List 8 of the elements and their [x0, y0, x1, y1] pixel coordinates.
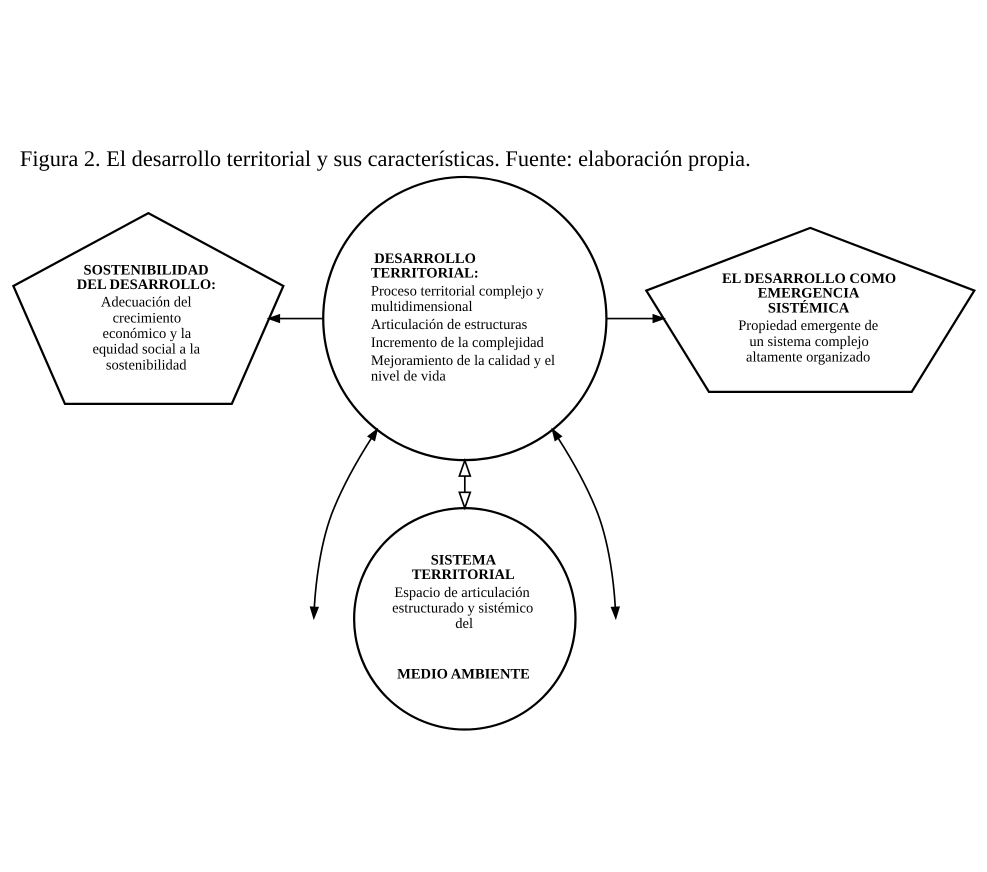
arrow	[309, 427, 378, 620]
arrow	[606, 313, 666, 323]
arrow	[266, 313, 323, 323]
arrow	[458, 457, 471, 510]
diagram-title: Figura 2. El desarrollo territorial y sus características. Fuente: elaboración propia.	[19, 145, 750, 170]
node-circle: DESARROLLO TERRITORIAL: Proceso territorial complejo y multidimensional Articulación de estructuras Incremento de la complejidad Mejoramiento de la calidad y el nivel de vida	[322, 175, 608, 461]
node-circle: SISTEMA TERRITORIAL Espacio de articulación estructurado y sistémico del MEDIO AMBIENTE	[352, 506, 576, 730]
arrow	[550, 427, 620, 620]
